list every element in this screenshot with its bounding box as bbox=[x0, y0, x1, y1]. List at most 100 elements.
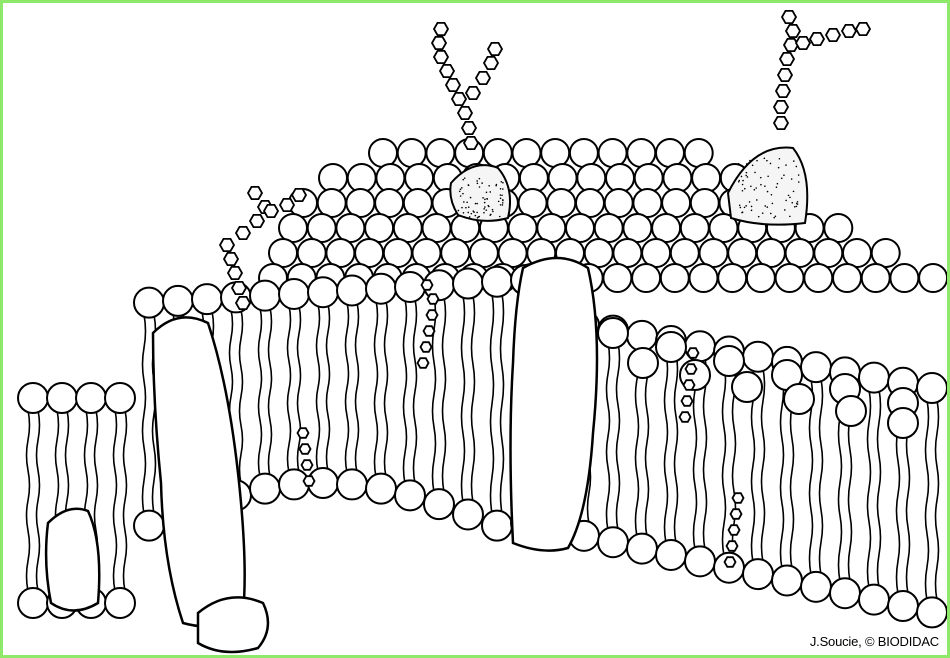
stipple-dot bbox=[781, 177, 783, 179]
sugar-unit bbox=[784, 39, 798, 51]
sugar-unit bbox=[488, 43, 502, 55]
sugar-unit bbox=[236, 297, 250, 309]
sugar-unit bbox=[264, 205, 278, 217]
stipple-dot bbox=[476, 203, 478, 205]
phospholipid-head bbox=[743, 559, 773, 589]
stipple-dot bbox=[738, 163, 740, 165]
stipple-dot bbox=[500, 198, 502, 200]
stipple-dot bbox=[798, 181, 800, 183]
lipid-tail bbox=[356, 302, 359, 472]
stipple-dot bbox=[796, 206, 798, 208]
phospholipid-head bbox=[365, 214, 393, 242]
phospholipid-head bbox=[692, 164, 720, 192]
phospholipid-head bbox=[250, 281, 280, 311]
phospholipid-head bbox=[801, 572, 831, 602]
phospholipid-head bbox=[577, 164, 605, 192]
sugar-unit bbox=[421, 342, 432, 352]
phospholipid-head bbox=[784, 384, 814, 414]
lipid-tail bbox=[385, 301, 388, 477]
phospholipid-head bbox=[757, 239, 785, 267]
credit-label: J.Soucie, © BIODIDAC bbox=[810, 634, 939, 649]
sugar-unit bbox=[856, 23, 870, 35]
phospholipid-head bbox=[801, 352, 831, 382]
cell-membrane-diagram bbox=[3, 3, 950, 658]
phospholipid-head bbox=[656, 139, 684, 167]
phospholipid-head bbox=[163, 286, 193, 316]
stipple-dot bbox=[741, 212, 743, 214]
stipple-dot bbox=[766, 160, 768, 162]
stipple-dot bbox=[472, 210, 474, 212]
phospholipid-head bbox=[662, 189, 690, 217]
sugar-unit bbox=[464, 137, 478, 149]
phospholipid-head bbox=[598, 527, 628, 557]
stipple-dot bbox=[463, 212, 465, 214]
sugar-unit bbox=[220, 239, 234, 251]
lipid-tail bbox=[936, 400, 939, 600]
phospholipid-head bbox=[671, 239, 699, 267]
sugar-unit bbox=[236, 227, 250, 239]
phospholipid-head bbox=[872, 239, 900, 267]
phospholipid-head bbox=[318, 189, 346, 217]
stipple-dot bbox=[766, 206, 768, 208]
phospholipid-head bbox=[743, 342, 773, 372]
stipple-dot bbox=[462, 193, 464, 195]
phospholipid-head bbox=[519, 189, 547, 217]
phospholipid-head bbox=[298, 239, 326, 267]
stipple-dot bbox=[764, 158, 766, 160]
stipple-dot bbox=[482, 197, 484, 199]
phospholipid-head bbox=[570, 139, 598, 167]
phospholipid-head bbox=[398, 139, 426, 167]
stipple-dot bbox=[502, 199, 504, 201]
stipple-dot bbox=[762, 212, 764, 214]
stipple-dot bbox=[749, 160, 751, 162]
phospholipid-head bbox=[395, 272, 425, 302]
phospholipid-head bbox=[732, 372, 762, 402]
phospholipid-head bbox=[576, 189, 604, 217]
lipid-tail bbox=[240, 309, 243, 483]
sugar-unit bbox=[684, 380, 695, 390]
stipple-dot bbox=[747, 176, 749, 178]
stipple-dot bbox=[783, 174, 785, 176]
stipple-dot bbox=[501, 181, 503, 183]
stipple-dot bbox=[499, 216, 501, 218]
phospholipid-head bbox=[728, 239, 756, 267]
sugar-unit bbox=[250, 215, 264, 227]
stipple-dot bbox=[465, 207, 467, 209]
stipple-dot bbox=[502, 188, 504, 190]
sugar-unit bbox=[842, 25, 856, 37]
sugar-unit bbox=[727, 541, 738, 551]
sugar-unit bbox=[731, 509, 742, 519]
phospholipid-head bbox=[804, 264, 832, 292]
stipple-dot bbox=[746, 163, 748, 165]
stipple-dot bbox=[475, 215, 477, 217]
sugar-unit bbox=[782, 11, 796, 23]
phospholipid-head bbox=[859, 363, 889, 393]
stipple-dot bbox=[791, 178, 793, 180]
stipple-dot bbox=[797, 203, 799, 205]
stipple-dot bbox=[484, 199, 486, 201]
phospholipid-head bbox=[76, 383, 106, 413]
stipple-dot bbox=[760, 177, 762, 179]
sugar-unit bbox=[733, 493, 744, 503]
phospholipid-head bbox=[366, 474, 396, 504]
phospholipid-head bbox=[269, 239, 297, 267]
phospholipid-head bbox=[888, 591, 918, 621]
stipple-dot bbox=[764, 185, 766, 187]
stipple-dot bbox=[770, 213, 772, 215]
stipple-dot bbox=[776, 186, 778, 188]
phospholipid-head bbox=[747, 264, 775, 292]
phospholipid-head bbox=[824, 214, 852, 242]
phospholipid-head bbox=[888, 408, 918, 438]
lipid-tail bbox=[675, 353, 678, 543]
stipple-dot bbox=[500, 204, 502, 206]
phospholipid-head bbox=[337, 469, 367, 499]
stipple-dot bbox=[742, 184, 744, 186]
stipple-dot bbox=[749, 201, 751, 203]
phospholipid-head bbox=[776, 264, 804, 292]
stipple-dot bbox=[760, 184, 762, 186]
phospholipid-head bbox=[605, 189, 633, 217]
phospholipid-head bbox=[319, 164, 347, 192]
lipid-tail bbox=[665, 353, 668, 543]
stipple-dot bbox=[742, 180, 744, 182]
stipple-dot bbox=[489, 191, 491, 193]
